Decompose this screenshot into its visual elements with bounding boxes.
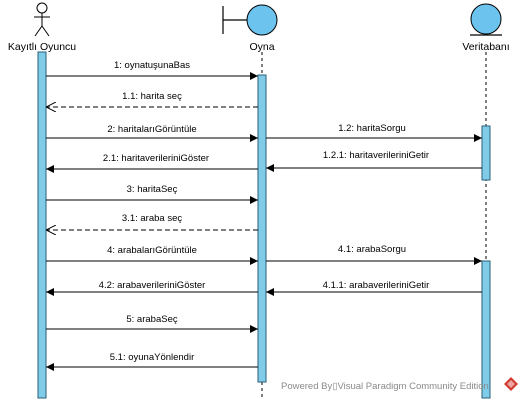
message-3-1: 3.1: araba seç [46,213,258,230]
visual-paradigm-logo-icon [504,377,518,391]
message-5: 5: arabaSeç [46,314,258,333]
message-label: 4.2: arabaverileriniGöster [99,280,206,291]
message-4: 4: arabalarıGörüntüle [46,245,258,265]
participant-label-kayitli-oyuncu: Kayıtlı Oyuncu [8,41,76,53]
message-label: 5.1: oyunaYönlendir [110,352,195,363]
activation-bar-kayitli-oyuncu [37,51,47,399]
actor-icon [34,2,50,37]
message-label: 2: haritalarıGörüntüle [107,124,196,135]
participant-label-oyna: Oyna [249,41,274,53]
participant-label-veritabani: Veritabanı [462,41,509,53]
message-1: 1: oynatuşunaBas [46,60,258,80]
message-label: 3.1: araba seç [122,213,182,224]
message-4-1-1: 4.1.1: arabaverileriniGetir [266,280,482,296]
activation-bar-veritabani-1 [481,125,491,181]
message-1-1: 1.1: harita seç [46,91,258,107]
message-label: 1.2.1: haritaverileriniGetir [323,150,429,161]
message-label: 4.1.1: arabaverileriniGetir [323,280,430,291]
message-label: 1.2: haritaSorgu [338,123,406,134]
boundary-icon [222,4,278,36]
message-label: 4: arabalarıGörüntüle [107,245,197,256]
message-3: 3: haritaSeç [46,184,258,204]
message-2: 2: haritalarıGörüntüle [46,124,258,142]
message-1-2: 1.2: haritaSorgu [266,123,482,142]
message-label: 5: arabaSeç [126,314,177,325]
message-label: 1.1: harita seç [122,91,182,102]
message-1-2-1: 1.2.1: haritaverileriniGetir [266,150,482,172]
message-label: 2.1: haritaverileriniGöster [103,153,209,164]
message-label: 3: haritaSeç [127,184,178,195]
message-5-1: 5.1: oyunaYönlendir [46,352,258,371]
message-4-2: 4.2: arabaverileriniGöster [46,280,258,296]
activation-bar-oyna [257,74,267,383]
watermark-text: Powered By▯Visual Paradigm Community Edi… [281,381,489,392]
entity-icon [470,3,502,36]
message-2-1: 2.1: haritaverileriniGöster [46,153,258,173]
message-label: 1: oynatuşunaBas [114,60,190,71]
message-label: 4.1: arabaSorgu [338,244,406,255]
message-4-1: 4.1: arabaSorgu [266,244,482,265]
activation-bar-veritabani-2 [481,260,491,399]
